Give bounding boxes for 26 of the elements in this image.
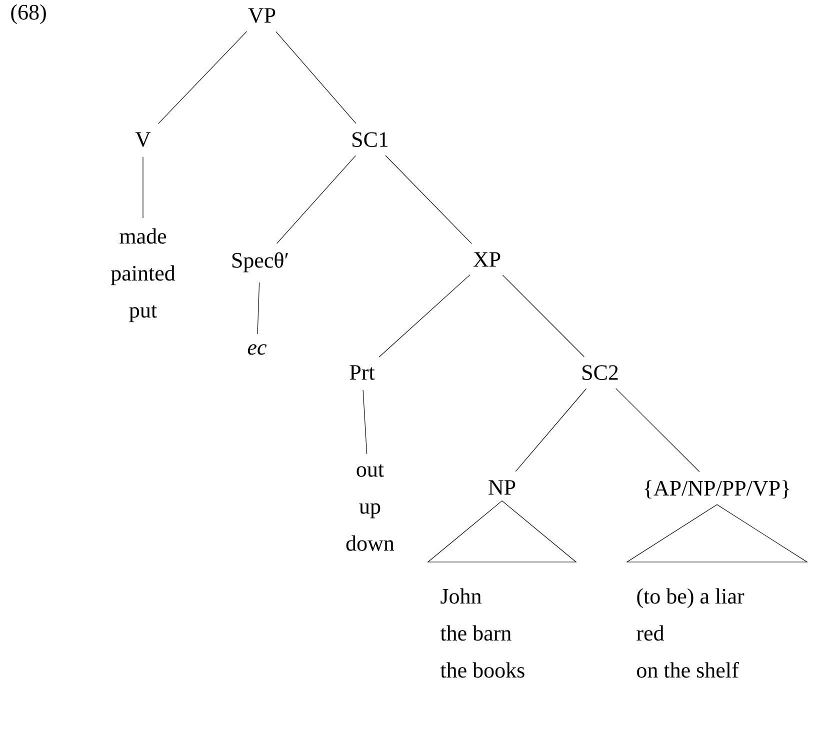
branch-line bbox=[515, 388, 587, 472]
word-list: made painted put bbox=[110, 228, 176, 322]
tree-label: V bbox=[135, 132, 151, 147]
tree-label: Prt bbox=[350, 365, 375, 380]
word-list: (to be) a liar red on the shelf bbox=[636, 588, 744, 678]
example-number: (68) bbox=[11, 4, 46, 24]
tree-label: SC1 bbox=[352, 132, 388, 147]
branch-line bbox=[362, 390, 368, 454]
word-list: out up down bbox=[346, 464, 394, 551]
tree-label: VP bbox=[248, 8, 276, 23]
branch-line bbox=[385, 155, 472, 244]
tree-label: NP bbox=[488, 480, 516, 495]
tree-label: {AP/NP/PP/VP} bbox=[644, 480, 790, 498]
branch-line bbox=[276, 31, 356, 124]
tree-label: XP bbox=[473, 252, 500, 267]
tree-label: SC2 bbox=[582, 365, 618, 380]
branch-line bbox=[276, 155, 356, 244]
branch-line bbox=[158, 31, 248, 124]
branch-line bbox=[616, 388, 700, 472]
branch-line bbox=[378, 274, 470, 358]
branch-line bbox=[502, 274, 584, 358]
tree-label: Specθ′ bbox=[232, 252, 288, 272]
tree-label: ec bbox=[248, 344, 267, 355]
word-list: John the barn the books bbox=[440, 588, 524, 678]
branch-line bbox=[142, 156, 144, 218]
branch-line bbox=[257, 282, 260, 334]
